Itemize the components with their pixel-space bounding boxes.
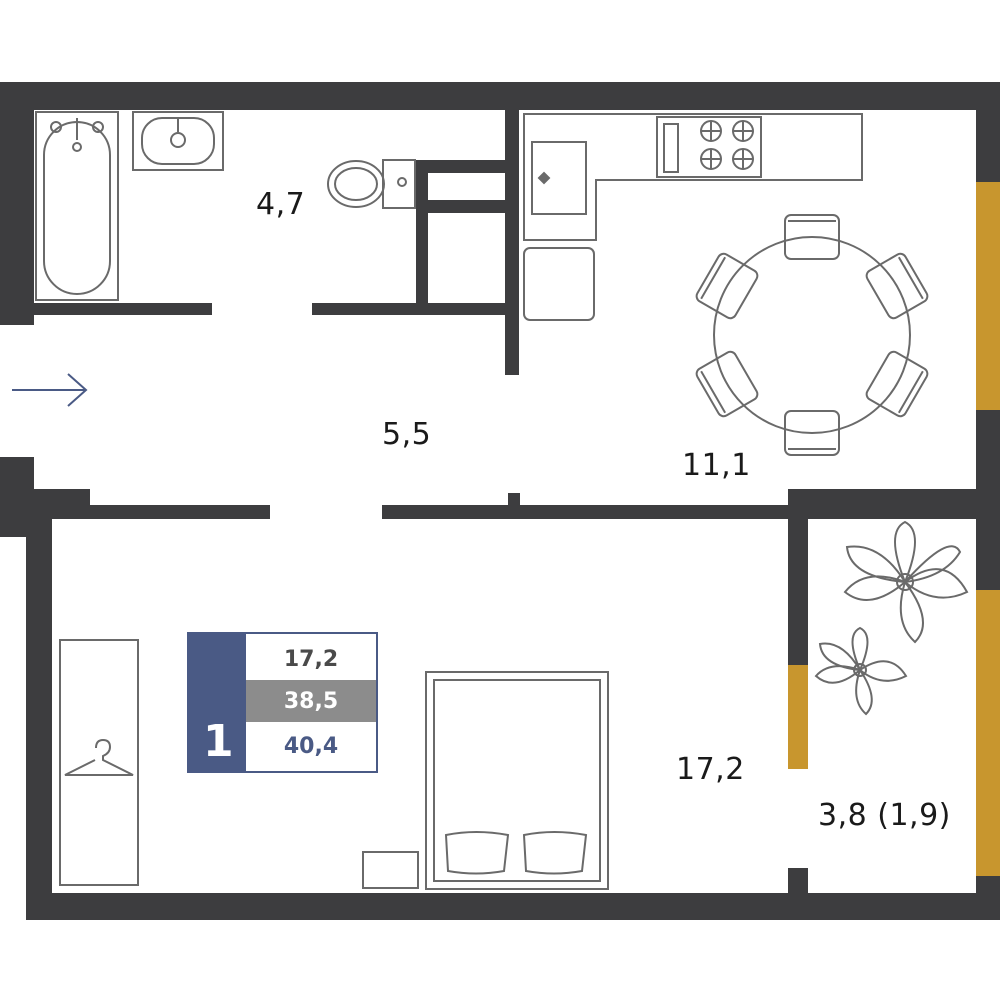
wardrobe <box>59 639 139 886</box>
arrow-right-icon <box>12 373 88 407</box>
bathtub <box>35 111 119 301</box>
dining-chairs <box>695 214 929 456</box>
windows <box>788 182 1000 876</box>
bed <box>425 671 609 890</box>
hallway-area-label: 5,5 <box>382 417 432 452</box>
hanger-icon <box>64 738 134 776</box>
sink <box>132 111 224 171</box>
total-area-value: 38,5 <box>246 680 376 722</box>
kitchen-area-label: 11,1 <box>682 448 751 483</box>
dining-table <box>713 236 911 434</box>
walls <box>0 82 1000 920</box>
bedroom-area-label: 17,2 <box>676 752 745 787</box>
plant-icon <box>814 520 969 716</box>
living-area-value: 17,2 <box>283 646 339 672</box>
balcony-area-label: 3,8 (1,9) <box>818 798 951 833</box>
toilet <box>327 159 416 209</box>
bathroom-area-label: 4,7 <box>256 187 306 222</box>
total-area-with-balcony-value: 40,4 <box>283 733 339 759</box>
furniture <box>35 111 969 890</box>
fridge <box>523 247 595 321</box>
kitchen-counter <box>523 113 863 241</box>
nightstand <box>362 851 419 889</box>
area-summary-box: 1 17,2 38,5 40,4 <box>187 632 378 773</box>
room-count-badge: 1 <box>189 634 246 771</box>
